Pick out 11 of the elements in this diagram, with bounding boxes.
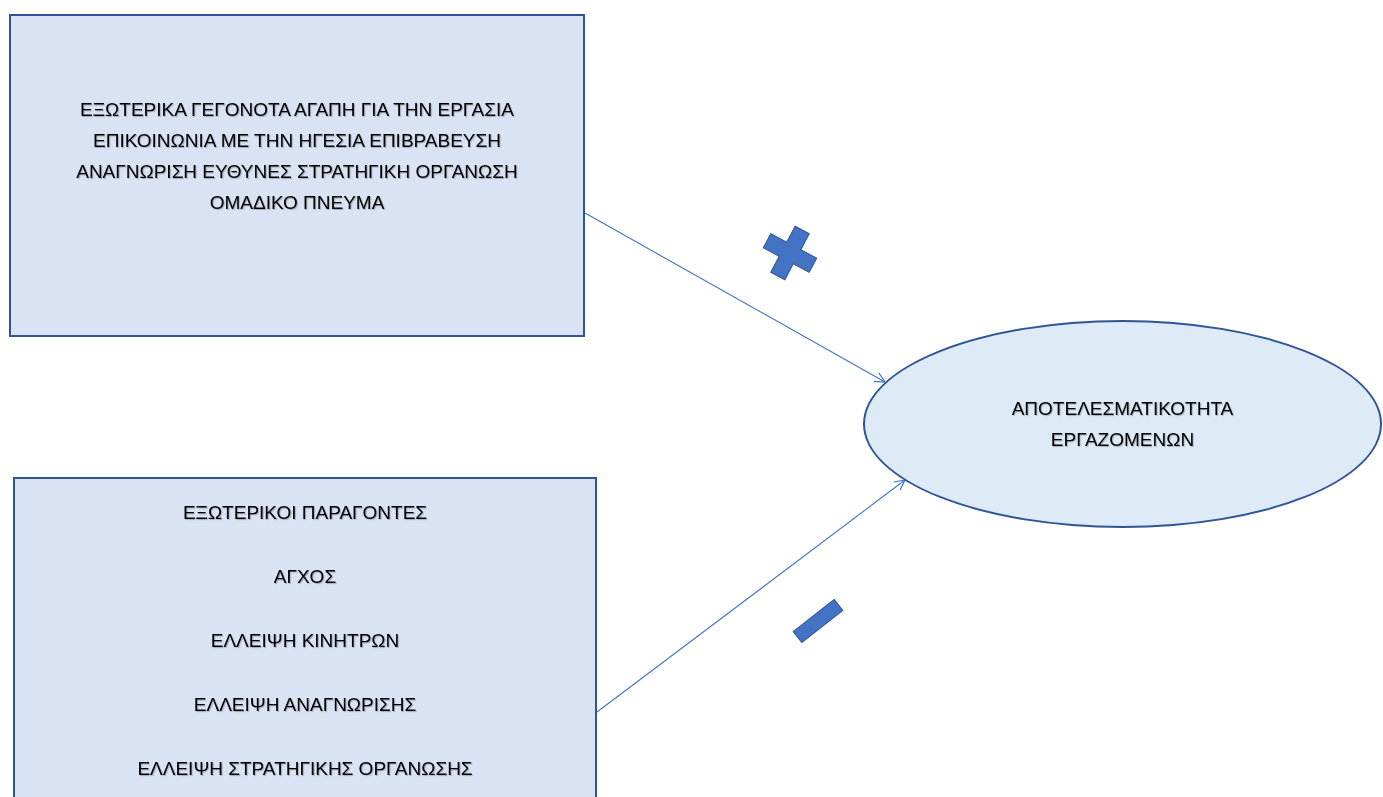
- node-text: ΕΞΩΤΕΡΙΚΑ ΓΕΓΟΝΟΤΑ ΑΓΑΠΗ ΓΙΑ ΤΗΝ ΕΡΓΑΣΙΑ ΕΠΙΚΟΙΝΩΝΙΑ ΜΕ ΤΗΝ ΗΓΕΣΙΑ ΕΠΙΒΡΑΒΕΥΣΗ ΑΝΑΓΝΩΡΙΣΗ ΕΥΘΥΝΕΣ ΣΤΡΑΤΗΓΙΚΗ ΟΡΓΑΝΩΣΗ ΟΜΑΔΙΚΟ ΠΝΕΥΜΑ: [75, 98, 519, 215]
- arrow: [584, 212, 886, 383]
- arrow: [596, 479, 906, 713]
- node-text: ΑΓΧΟΣ: [273, 565, 337, 589]
- node-text: ΕΛΛΕΙΨΗ ΣΤΡΑΤΗΓΙΚΗΣ ΟΡΓΑΝΩΣΗΣ: [137, 757, 473, 781]
- node-text: ΑΠΟΤΕΛΕΣΜΑΤΙΚΟΤΗΤΑ ΕΡΓΑΖΟΜΕΝΩΝ: [1010, 397, 1235, 452]
- factor-box: [9, 14, 585, 337]
- node-text: ΕΛΛΕΙΨΗ ΚΙΝΗΤΡΩΝ: [210, 629, 400, 653]
- node-text: ΕΛΛΕΙΨΗ ΑΝΑΓΝΩΡΙΣΗΣ: [193, 693, 417, 717]
- factor-box: [13, 477, 597, 797]
- node-text: ΕΞΩΤΕΡΙΚΟΙ ΠΑΡΑΓΟΝΤΕΣ: [182, 501, 428, 525]
